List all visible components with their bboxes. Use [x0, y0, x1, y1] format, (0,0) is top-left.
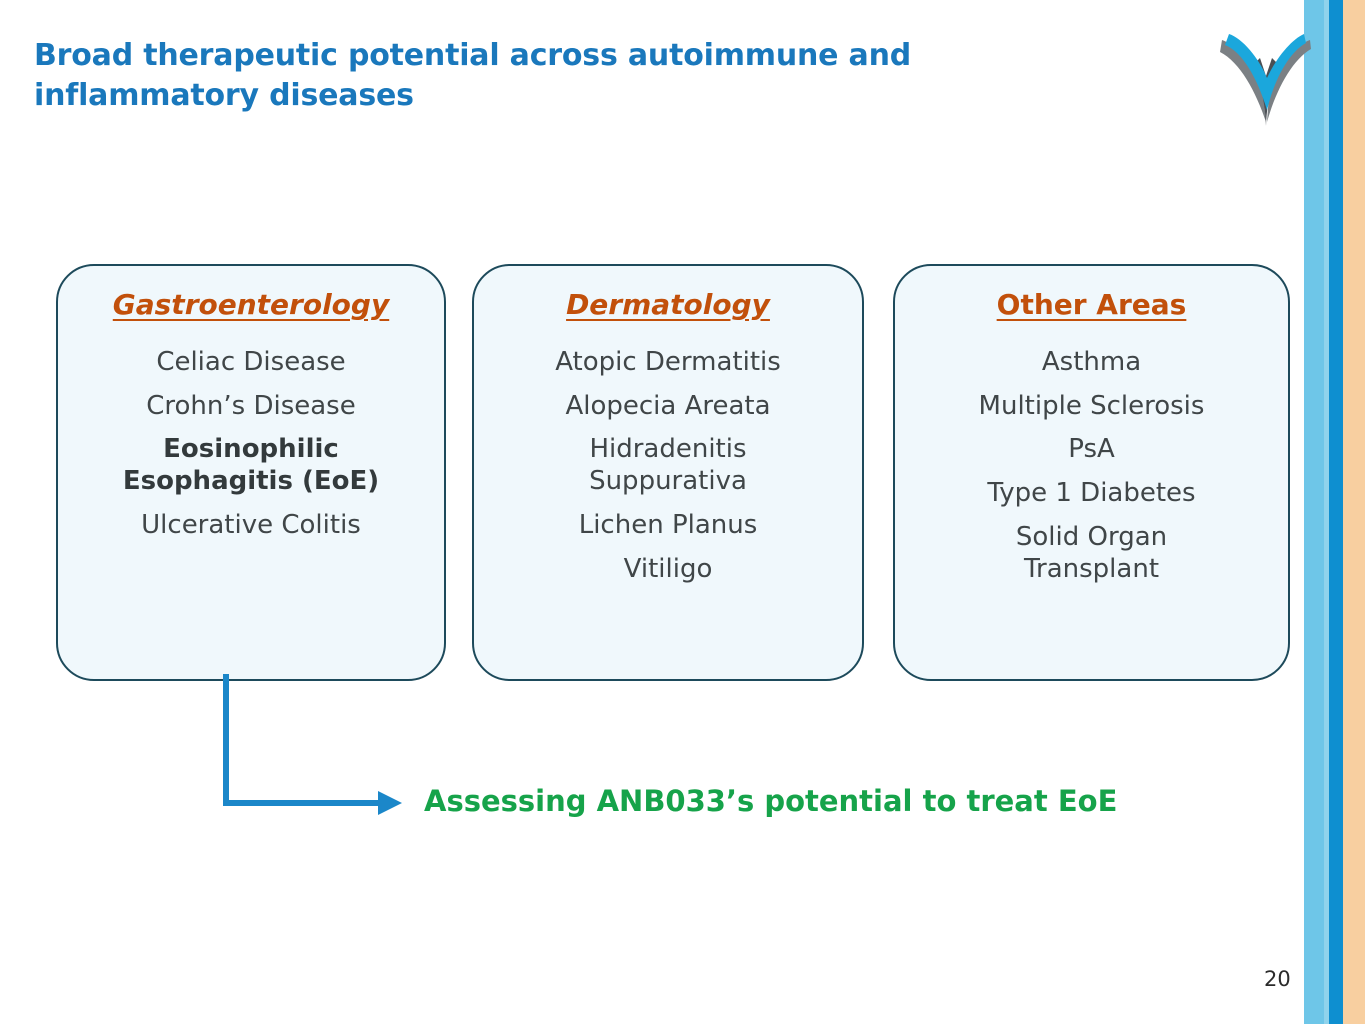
list-item: PsA: [1068, 434, 1115, 465]
stripe-light-blue: [1304, 0, 1324, 1024]
stripe-peach: [1343, 0, 1365, 1024]
list-item: Alopecia Areata: [565, 390, 771, 421]
list-item: Crohn’s Disease: [146, 390, 356, 421]
page-number: 20: [1264, 967, 1291, 991]
card-header-other-areas: Other Areas: [996, 288, 1187, 321]
list-item: Lichen Planus: [578, 509, 758, 540]
card-header-dermatology: Dermatology: [566, 288, 770, 321]
list-item: Ulcerative Colitis: [141, 509, 361, 540]
category-card-dermatology[interactable]: Dermatology Atopic Dermatitis Alopecia A…: [472, 264, 864, 681]
stripe-mid-blue: [1324, 0, 1329, 1024]
card-list-dermatology: Atopic Dermatitis Alopecia Areata Hidrad…: [488, 347, 848, 597]
list-item: Hidradenitis Suppurativa: [589, 434, 747, 497]
list-item: Asthma: [1041, 347, 1142, 377]
list-item-emphasized: Eosinophilic Esophagitis (EoE): [122, 434, 380, 497]
list-item: Atopic Dermatitis: [555, 347, 781, 377]
list-item: Solid Organ Transplant: [1015, 521, 1168, 584]
stripe-deep-blue: [1329, 0, 1343, 1024]
callout-text: Assessing ANB033’s potential to treat Eo…: [424, 784, 1118, 818]
card-header-gastroenterology: Gastroenterology: [112, 288, 390, 321]
list-item: Vitiligo: [623, 553, 713, 584]
elbow-arrow-icon: [210, 670, 420, 820]
category-card-gastroenterology[interactable]: Gastroenterology Celiac Disease Crohn’s …: [56, 264, 446, 681]
right-edge-stripes: [1304, 0, 1365, 1024]
antibody-y-logo: [1212, 18, 1320, 130]
list-item: Celiac Disease: [156, 347, 346, 377]
list-item: Multiple Sclerosis: [978, 390, 1205, 421]
card-list-other-areas: Asthma Multiple Sclerosis PsA Type 1 Dia…: [909, 347, 1274, 597]
card-list-gastroenterology: Celiac Disease Crohn’s Disease Eosinophi…: [72, 347, 430, 554]
list-item: Type 1 Diabetes: [987, 478, 1196, 509]
slide-title: Broad therapeutic potential across autoi…: [34, 38, 912, 113]
category-card-other-areas[interactable]: Other Areas Asthma Multiple Sclerosis Ps…: [893, 264, 1290, 681]
